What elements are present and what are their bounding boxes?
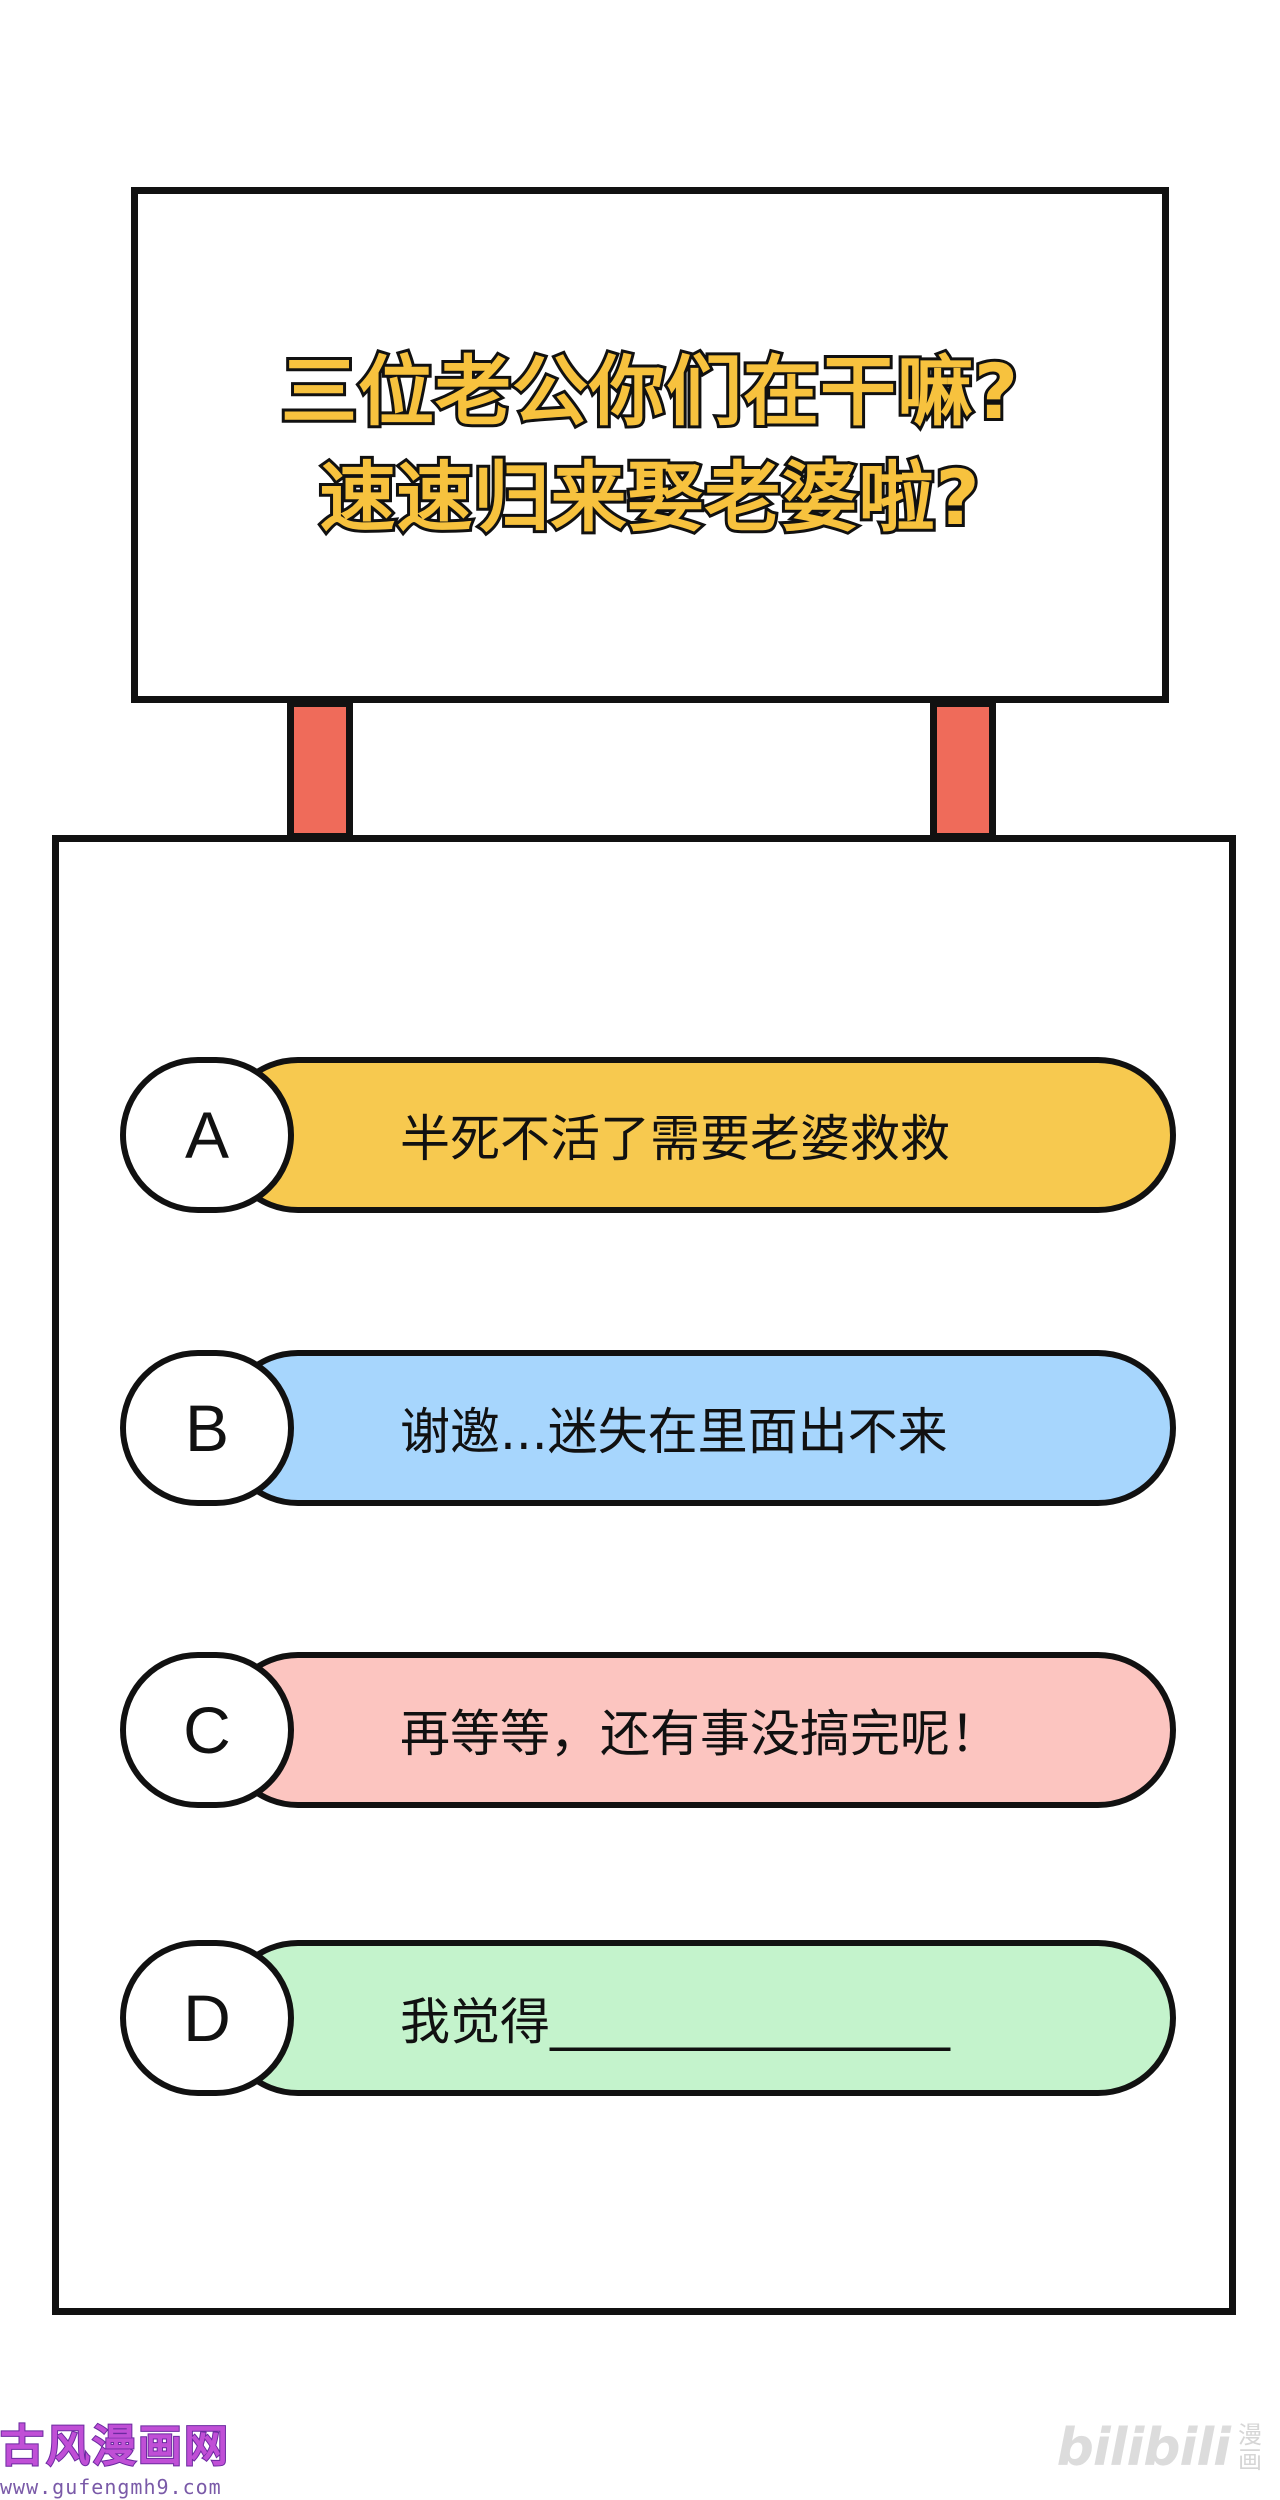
option-a-bar[interactable] <box>220 1057 1176 1213</box>
question-sign: 三位老公你们在干嘛? 速速归来娶老婆啦? <box>131 187 1169 703</box>
manhua-label-2: 画 <box>1238 2446 1262 2474</box>
option-b-text: 谢邀...迷失在里面出不来 <box>400 1403 948 1461</box>
bilibili-logo: bilibili <box>1056 2418 1231 2478</box>
option-a-text: 半死不活了需要老婆救救 <box>400 1110 950 1168</box>
question-line-2: 速速归来娶老婆啦? <box>316 453 982 542</box>
site-url: www.gufengmh9.com <box>0 2475 222 2499</box>
option-d-text: 我觉得________________ <box>400 1993 950 2051</box>
manhua-label: 漫 画 <box>1238 2420 1262 2474</box>
option-b-letter[interactable]: B <box>120 1350 294 1506</box>
option-c-bar[interactable] <box>220 1652 1176 1808</box>
question-line-1: 三位老公你们在干嘛? <box>278 347 1021 437</box>
option-a[interactable]: A 半死不活了需要老婆救救 <box>120 1057 1176 1213</box>
option-c-letter[interactable]: C <box>120 1652 294 1808</box>
site-watermark: 古风漫画网 www.gufengmh9.com <box>0 2421 230 2500</box>
manhua-label-1: 漫 <box>1238 2420 1262 2449</box>
option-c-text: 再等等，还有事没搞完呢！ <box>400 1705 1000 1763</box>
option-d-bar[interactable] <box>220 1940 1176 2096</box>
site-name: 古风漫画网 <box>0 2421 230 2472</box>
sign-post-left <box>287 700 353 840</box>
option-b-bar[interactable] <box>220 1350 1176 1506</box>
option-d-letter[interactable]: D <box>120 1940 294 2096</box>
sign-post-right <box>930 700 996 840</box>
bilibili-watermark: bilibili 漫 画 <box>1057 2418 1262 2478</box>
option-b[interactable]: B 谢邀...迷失在里面出不来 <box>120 1350 1176 1506</box>
option-d[interactable]: D 我觉得________________ <box>120 1940 1176 2096</box>
option-a-letter[interactable]: A <box>120 1057 294 1213</box>
option-c[interactable]: C 再等等，还有事没搞完呢！ <box>120 1652 1176 1808</box>
